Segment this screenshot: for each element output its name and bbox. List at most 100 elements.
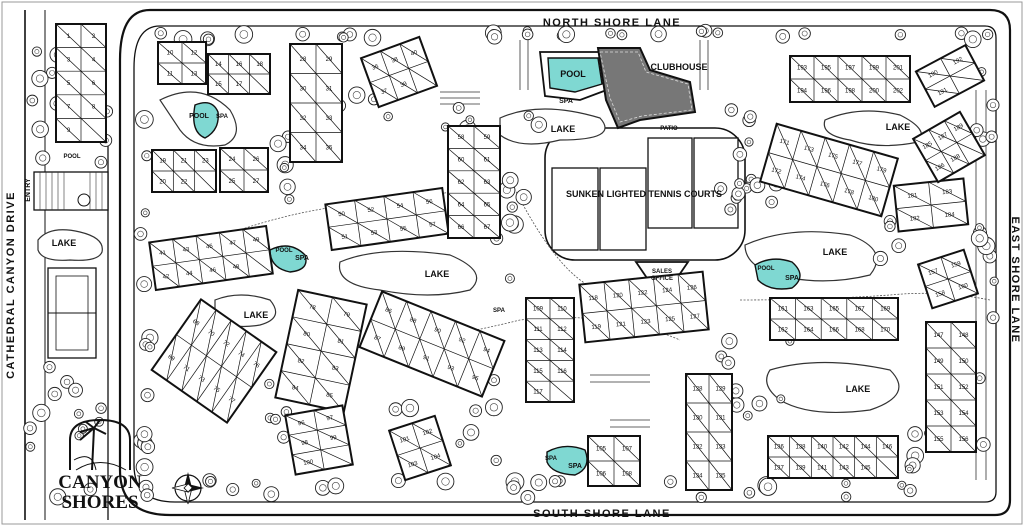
tree-icon: [721, 355, 736, 370]
unit-number: 34: [300, 145, 307, 151]
unit-number: 174: [795, 174, 807, 183]
unit-number: 195: [821, 66, 832, 72]
unit-number: 1: [67, 34, 71, 40]
spa-label: SPA: [568, 463, 582, 470]
tree-icon: [964, 30, 982, 49]
tree-icon: [743, 486, 756, 499]
unit-number: 56: [426, 199, 434, 206]
main-pool-label: POOL: [560, 69, 586, 79]
tree-icon: [270, 413, 281, 425]
unit-number: 166: [829, 328, 840, 334]
tree-icon: [327, 477, 345, 495]
unit-number: 169: [880, 307, 891, 313]
lake-label: LAKE: [425, 269, 450, 279]
perimeter-road: [118, 8, 1012, 517]
unit-number: 116: [557, 369, 567, 375]
tree-icon: [95, 402, 107, 414]
unit-number: 11: [167, 72, 174, 78]
unit-number: 82: [297, 358, 305, 365]
unit-number: 24: [229, 157, 236, 163]
lake-label: LAKE: [886, 122, 911, 132]
tree-icon: [154, 26, 167, 40]
unit-number: 90: [433, 327, 442, 335]
tree-icon: [140, 439, 156, 454]
unit-number: 167: [855, 307, 866, 313]
compass-rose-icon: [171, 472, 204, 505]
tree-icon: [989, 276, 999, 286]
unit-number: 17: [236, 82, 243, 88]
unit-number: 101: [399, 436, 411, 445]
unit-number: 16: [236, 62, 243, 68]
tree-icon: [135, 458, 154, 477]
tree-icon: [798, 27, 811, 40]
tree-icon: [742, 410, 753, 421]
unit-number: 5: [67, 81, 71, 87]
unit-number: 189: [953, 123, 965, 134]
unit-number: 129: [715, 387, 726, 393]
unit-number: 20: [159, 180, 166, 186]
unit-number: 49: [252, 237, 260, 244]
unit-number: 142: [839, 445, 850, 451]
unit-number: 39: [400, 81, 409, 89]
tree-icon: [279, 162, 289, 173]
unit-number: 190: [928, 69, 940, 79]
unit-number: 36: [371, 64, 380, 72]
unit-number: 18: [256, 62, 263, 68]
tree-icon: [969, 123, 984, 138]
lake-label: LAKE: [52, 238, 77, 248]
unit-number: 198: [845, 89, 856, 95]
tree-icon: [515, 189, 532, 206]
tree-icon: [133, 227, 148, 241]
unit-number: 29: [326, 57, 333, 63]
unit-number: 52: [367, 207, 375, 214]
unit-number: 104: [430, 453, 442, 462]
unit-number: 9: [67, 128, 71, 134]
unit-number: 168: [855, 328, 866, 334]
canyon-shores-logo: CANYON SHORES: [58, 418, 142, 513]
unit-number: 172: [771, 167, 783, 176]
unit-number: 55: [400, 226, 408, 233]
unit-number: 44: [186, 271, 194, 278]
tree-icon: [348, 86, 366, 104]
clubhouse-building: [596, 47, 697, 130]
lake-label: LAKE: [823, 247, 848, 257]
unit-number: 144: [860, 445, 871, 451]
unit-number: 191: [937, 87, 949, 97]
unit-number: 62: [458, 180, 465, 186]
entry-gate: [33, 171, 109, 211]
pool-northwest: [193, 102, 219, 139]
tree-icon: [31, 69, 49, 88]
unit-number: 46: [209, 267, 217, 274]
tree-icon: [732, 147, 748, 162]
tree-icon: [605, 28, 616, 39]
unit-number: 97: [326, 415, 334, 422]
unit-number: 77: [227, 396, 236, 405]
tree-icon: [485, 398, 503, 417]
unit-number: 130: [692, 416, 703, 422]
unit-number: 10: [167, 51, 174, 57]
unit-number: 71: [182, 365, 191, 374]
unit-number: 85: [325, 392, 333, 399]
tree-icon: [452, 102, 465, 114]
tree-icon: [83, 482, 98, 497]
tree-icon: [663, 475, 677, 489]
unit-number: 162: [778, 328, 789, 334]
tree-icon: [400, 398, 420, 418]
tree-icon: [490, 454, 502, 467]
main-spa-label: SPA: [559, 98, 573, 105]
unit-number: 96: [298, 420, 306, 427]
pool-label: POOL: [63, 154, 80, 160]
